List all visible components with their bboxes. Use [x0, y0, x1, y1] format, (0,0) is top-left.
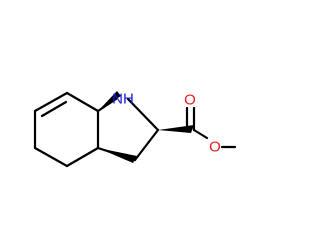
bond-c2-n1 [126, 97, 160, 132]
structure-diagram: NH O O [33, 91, 237, 168]
ester-oxygen-label: O [209, 139, 221, 156]
bond-c3-c2 [133, 128, 160, 162]
bond-c5-c4 [33, 146, 69, 168]
bond-c7-c6-double [33, 91, 69, 113]
bond-c-o-ester [192, 128, 209, 140]
wedge-bond-c3a [98, 148, 137, 163]
nitrogen-label: NH [112, 91, 134, 108]
molecule-svg: NH O O [33, 91, 237, 168]
bond-c7-c6-double-inner [40, 100, 68, 118]
carbonyl-oxygen-label: O [184, 92, 196, 109]
wedge-bond-c2 [158, 125, 194, 133]
wedge-bond-c7a [98, 91, 121, 111]
bond-c4-c3a [65, 146, 100, 168]
bond-c7a-c7 [65, 91, 100, 113]
